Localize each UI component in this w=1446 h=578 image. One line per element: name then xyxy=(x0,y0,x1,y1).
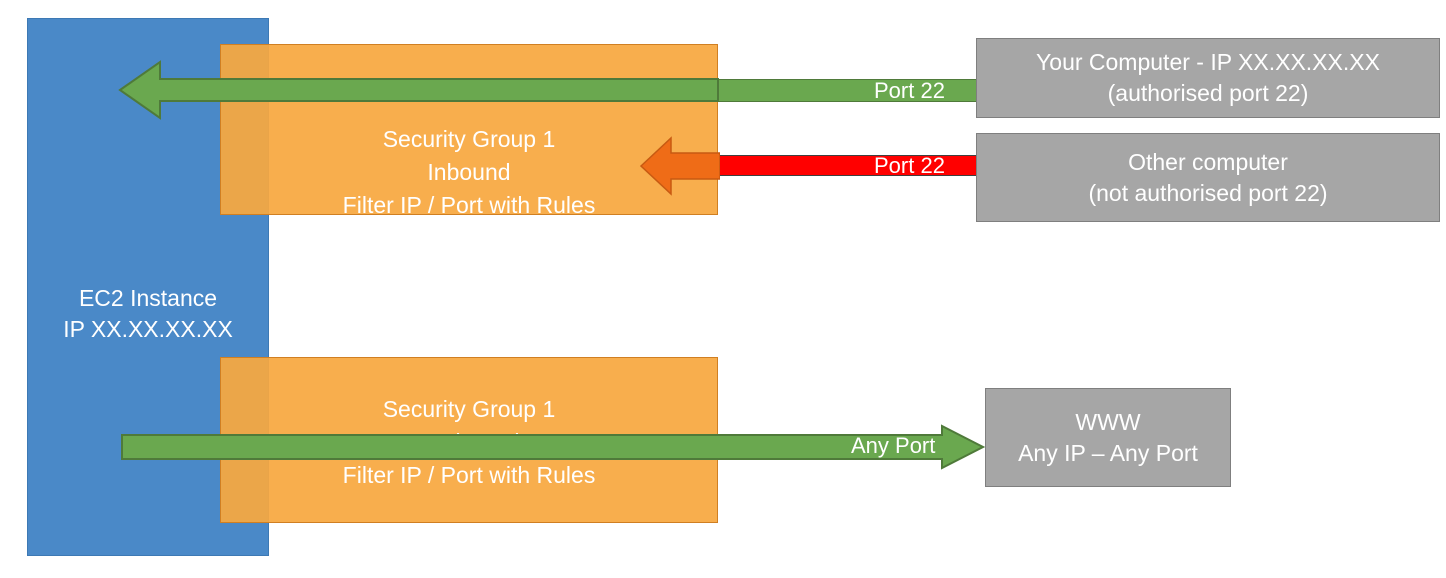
your-computer-line-1: Your Computer - IP XX.XX.XX.XX xyxy=(1036,49,1380,75)
allowed-outbound-port-label: Any Port xyxy=(851,433,936,458)
endpoint-your-computer: Your Computer - IP XX.XX.XX.XX (authoris… xyxy=(976,38,1440,118)
sg-outbound-line-1: Security Group 1 xyxy=(382,396,556,422)
ec2-instance-name: EC2 Instance xyxy=(78,285,218,311)
www-line-2: Any IP – Any Port xyxy=(1018,439,1198,466)
allowed-inbound-port-label: Port 22 xyxy=(874,78,945,103)
your-computer-line-2: (authorised port 22) xyxy=(1107,80,1309,106)
other-computer-line-2: (not authorised port 22) xyxy=(1088,179,1328,206)
allowed-inbound-bar xyxy=(718,79,976,102)
ec2-instance-ip: IP XX.XX.XX.XX xyxy=(63,316,233,342)
endpoint-other-computer: Other computer (not authorised port 22) xyxy=(976,133,1440,222)
ec2-instance-label: EC2 Instance IP XX.XX.XX.XX xyxy=(27,252,269,345)
other-computer-line-1: Other computer xyxy=(1128,148,1288,175)
allowed-outbound-arrow-icon xyxy=(121,424,985,470)
blocked-inbound-arrowhead-icon xyxy=(640,136,720,196)
allowed-inbound-arrow-icon xyxy=(118,60,719,120)
blocked-inbound-port-label: Port 22 xyxy=(874,153,945,178)
www-line-1: WWW xyxy=(1075,408,1141,435)
blocked-inbound-bar xyxy=(718,155,976,176)
endpoint-www: WWW Any IP – Any Port xyxy=(985,388,1231,487)
